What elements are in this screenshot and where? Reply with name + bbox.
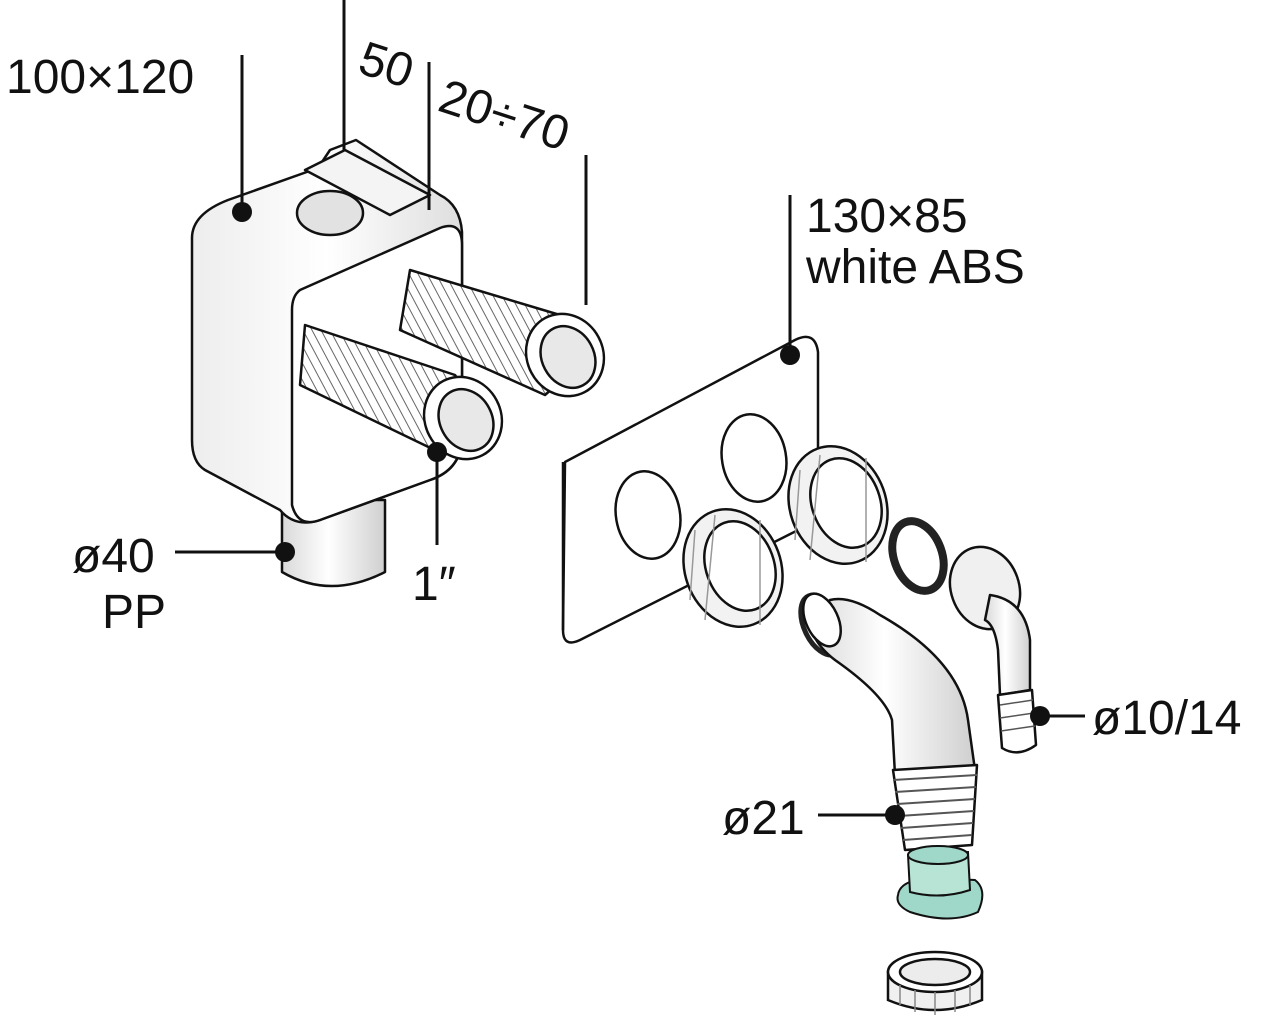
wall-box <box>190 138 606 588</box>
label-depth: 50 <box>353 32 420 99</box>
label-hose-diameter: ø10/14 <box>1092 692 1241 745</box>
plate-hole-right <box>720 413 788 503</box>
label-box-size: 100×120 <box>6 51 194 104</box>
filter-insert <box>896 845 984 920</box>
leader-dots <box>232 202 1050 825</box>
label-drain-diameter: ø40 <box>72 530 155 583</box>
label-thread: 1″ <box>412 558 456 611</box>
thread-pipe-lower <box>298 323 504 461</box>
gasket-dark <box>888 517 948 595</box>
label-drain-material: PP <box>102 586 166 639</box>
cover-plate <box>561 335 820 644</box>
drain-elbow <box>802 592 979 852</box>
thread-pipe-upper <box>398 268 606 398</box>
label-plate-material: white ABS <box>805 241 1025 294</box>
label-elbow-diameter: ø21 <box>722 792 805 845</box>
ring-nut-right <box>787 445 889 565</box>
leader-lines <box>175 0 1085 817</box>
bottom-cap <box>886 950 984 1015</box>
label-plate-size: 130×85 <box>806 190 968 243</box>
ring-nut-left <box>682 508 784 628</box>
plate-hole-left <box>614 470 682 560</box>
box-top-hole <box>295 189 365 237</box>
hose-elbow <box>948 545 1038 754</box>
label-range: 20÷70 <box>433 70 576 162</box>
